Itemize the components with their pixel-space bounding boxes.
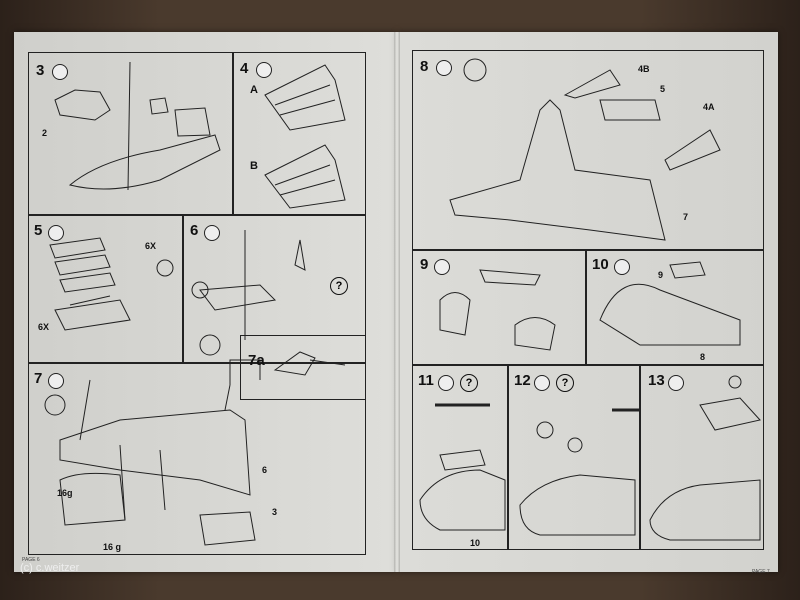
part-callout: 10: [470, 538, 481, 548]
step-6-frame: [183, 215, 366, 363]
cockpit-parts-drawing: [199, 284, 277, 311]
question-mark-icon: ?: [460, 374, 478, 392]
step-11-frame: [412, 365, 508, 550]
question-mark-icon: ?: [556, 374, 574, 392]
glue-icon: [668, 375, 684, 391]
page-number-left: PAGE 6: [22, 557, 40, 563]
variant-label-a: A: [250, 84, 258, 96]
fin-drawing-a: [264, 64, 346, 131]
engine-parts-drawing: [49, 237, 116, 293]
glue-icon: [438, 375, 454, 391]
part-callout: 4A: [703, 102, 715, 112]
step-6-number: 6: [190, 222, 199, 239]
glue-icon: [48, 225, 64, 241]
part-callout: 9: [658, 270, 664, 280]
step-7-frame: [28, 363, 366, 555]
glue-icon: [204, 225, 220, 241]
instruction-sheet-right-page: [398, 32, 778, 572]
part-callout: 3: [272, 507, 278, 517]
step-7a-number: 7a: [248, 352, 265, 369]
glue-icon: [434, 259, 450, 275]
step-10-number: 10: [592, 256, 609, 273]
canopy-parts-drawing: [439, 292, 471, 336]
weight-label: 16 g: [103, 542, 122, 552]
part-callout: 5: [660, 84, 666, 94]
nose-section-11-drawing: [419, 469, 506, 531]
question-mark-icon: ?: [330, 277, 348, 295]
step-11-number: 11: [418, 372, 434, 389]
step-12-number: 12: [514, 372, 531, 389]
nose-section-13-drawing: [649, 479, 761, 541]
weight-label: 16g: [57, 488, 73, 498]
aircraft-planform-drawing: [449, 99, 666, 241]
step-9-frame: [412, 250, 586, 365]
step-12-frame: [508, 365, 640, 550]
step-3-number: 3: [36, 62, 45, 79]
step-5-number: 5: [34, 222, 43, 239]
step-7-number: 7: [34, 370, 43, 387]
glue-icon: [614, 259, 630, 275]
part-callout: 7: [683, 212, 689, 222]
page-number-right: PAGE 7: [752, 569, 770, 575]
part-callout: 6: [262, 465, 268, 475]
multiplier-label: 6X: [145, 241, 157, 251]
fuselage-half-drawing: [68, 134, 221, 190]
part-callout: 2: [42, 128, 48, 138]
glue-icon: [534, 375, 550, 391]
glue-icon: [52, 64, 68, 80]
step-13-frame: [640, 365, 764, 550]
step-8-number: 8: [420, 58, 429, 75]
part-callout: 8: [700, 352, 706, 362]
nose-section-12-drawing: [519, 474, 636, 536]
variant-label-b: B: [250, 160, 258, 172]
multiplier-label: 6X: [38, 322, 50, 332]
part-callout: 4B: [638, 64, 650, 74]
step-9-number: 9: [420, 256, 429, 273]
step-4-frame: [233, 52, 366, 215]
copyright-watermark: (c) c.weitzer: [20, 562, 80, 574]
step-10-frame: [586, 250, 764, 365]
glue-icon: [256, 62, 272, 78]
wing-drawing: [59, 409, 251, 496]
step-13-number: 13: [648, 372, 665, 389]
step-8-frame: [412, 50, 764, 250]
gear-leg-drawing: [273, 351, 346, 376]
step-5-frame: [28, 215, 183, 363]
nose-canopy-drawing: [599, 283, 741, 346]
glue-icon: [436, 60, 452, 76]
glue-icon: [48, 373, 64, 389]
step-3-frame: [28, 52, 233, 215]
fin-drawing-b: [264, 144, 346, 209]
step-4-number: 4: [240, 60, 249, 77]
page-fold: [394, 32, 400, 572]
